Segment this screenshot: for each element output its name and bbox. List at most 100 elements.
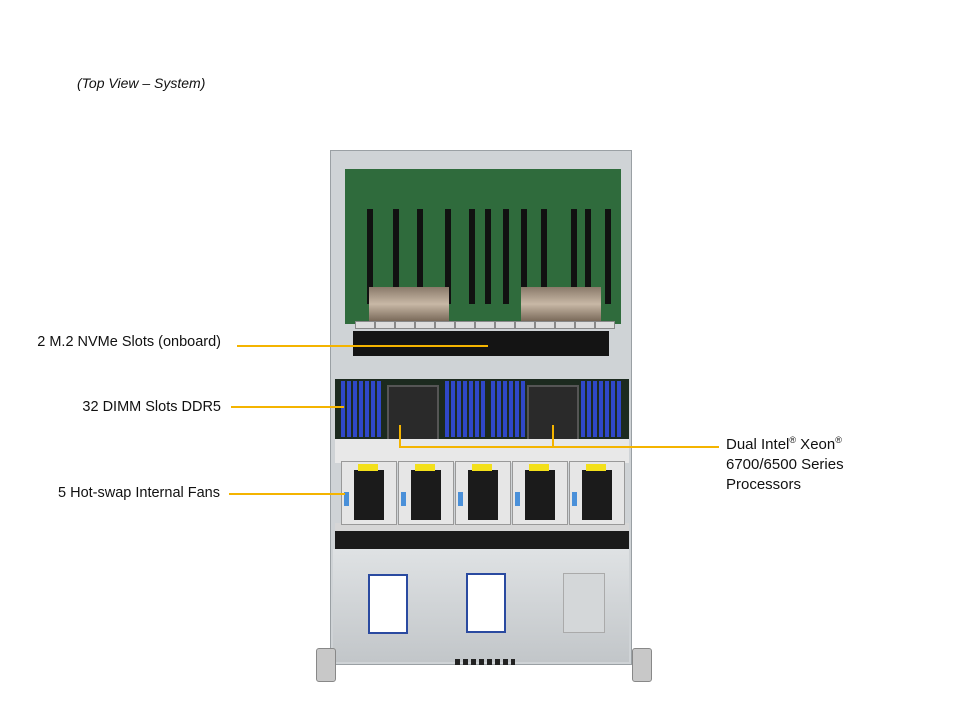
pcie-slot — [521, 209, 527, 304]
cpu-callout-line — [399, 446, 719, 448]
dimm-slot — [515, 381, 519, 437]
right-rack-handle — [632, 648, 652, 682]
dimm-slot — [509, 381, 513, 437]
pcie-slot — [367, 209, 373, 304]
registered-mark: ® — [835, 435, 842, 445]
fan-release-clip — [344, 492, 349, 506]
dimm-slot — [611, 381, 615, 437]
connector — [375, 321, 395, 329]
fan-release-clip — [515, 492, 520, 506]
fan-release-clip — [458, 492, 463, 506]
fan-core — [582, 470, 612, 520]
fan-warning-tag — [358, 464, 378, 471]
pcie-slot — [503, 209, 509, 304]
pcie-slot — [585, 209, 591, 304]
heatsink — [369, 287, 449, 321]
connector — [495, 321, 515, 329]
fan-bay-rail — [335, 523, 629, 531]
cpu-socket-1 — [387, 385, 439, 443]
fan-core — [525, 470, 555, 520]
pcie-slot — [485, 209, 491, 304]
connector — [475, 321, 495, 329]
connector — [435, 321, 455, 329]
hot-swap-fan — [398, 461, 454, 525]
registered-mark: ® — [789, 435, 797, 445]
front-leds — [455, 659, 515, 665]
fan-warning-tag — [472, 464, 492, 471]
dimm-slot — [605, 381, 609, 437]
motherboard-riser-area — [345, 169, 621, 324]
cpu-label-text: Xeon — [796, 436, 836, 453]
fan-core — [354, 470, 384, 520]
chassis-lid — [333, 549, 629, 665]
pcie-slot — [541, 209, 547, 304]
dimm-slot — [497, 381, 501, 437]
cpu-label-processors: Processors — [726, 476, 802, 493]
fan-warning-tag — [529, 464, 549, 471]
blank-plate — [563, 573, 605, 633]
dimm-slot — [599, 381, 603, 437]
hot-swap-fan — [512, 461, 568, 525]
dimm-slot — [481, 381, 485, 437]
dimm-slot — [371, 381, 375, 437]
hot-swap-fan — [341, 461, 397, 525]
cpu1-callout-line — [399, 425, 401, 448]
chassis-gap — [335, 531, 629, 549]
m2-slot-area — [353, 331, 609, 356]
dimm-slot — [377, 381, 381, 437]
fans-callout-line — [229, 493, 345, 495]
connector — [535, 321, 555, 329]
fans-callout-label: 5 Hot-swap Internal Fans — [58, 485, 220, 501]
dimm-slot — [521, 381, 525, 437]
dimm-slot — [457, 381, 461, 437]
dimm-slot — [347, 381, 351, 437]
connector — [555, 321, 575, 329]
service-label-1 — [368, 574, 408, 634]
dimm-cpu-area — [335, 379, 629, 443]
dimm-slot — [451, 381, 455, 437]
fan-warning-tag — [415, 464, 435, 471]
service-label-2 — [466, 573, 506, 633]
fan-core — [411, 470, 441, 520]
left-rack-handle — [316, 648, 336, 682]
connector — [355, 321, 375, 329]
connector — [415, 321, 435, 329]
pcie-slot — [445, 209, 451, 304]
cpu-callout-label: Dual Intel® Xeon® 6700/6500 Series Proce… — [726, 430, 844, 495]
dimm-slot — [359, 381, 363, 437]
dimm-slot — [341, 381, 345, 437]
dimm-callout-line — [231, 406, 344, 408]
fan-release-clip — [572, 492, 577, 506]
fan-warning-tag — [586, 464, 606, 471]
heatsink — [521, 287, 601, 321]
fan-core — [468, 470, 498, 520]
pcie-slot — [605, 209, 611, 304]
dimm-slot — [365, 381, 369, 437]
pcie-slot — [417, 209, 423, 304]
cpu-label-text: Dual Intel — [726, 436, 790, 453]
dimm-slot — [353, 381, 357, 437]
connector — [395, 321, 415, 329]
dimm-slot — [581, 381, 585, 437]
view-caption: (Top View – System) — [77, 75, 206, 91]
cpu2-callout-line — [552, 425, 554, 448]
connector — [575, 321, 595, 329]
dimm-callout-label: 32 DIMM Slots DDR5 — [82, 399, 221, 415]
connector — [515, 321, 535, 329]
dimm-slot — [445, 381, 449, 437]
dimm-slot — [469, 381, 473, 437]
hot-swap-fan — [455, 461, 511, 525]
fan-release-clip — [401, 492, 406, 506]
dimm-slot — [587, 381, 591, 437]
dimm-slot — [475, 381, 479, 437]
connector — [595, 321, 615, 329]
pcie-slot — [571, 209, 577, 304]
pcie-slot — [469, 209, 475, 304]
cpu-label-series: 6700/6500 Series — [726, 456, 844, 473]
fan-bay-header — [335, 439, 629, 463]
dimm-slot — [491, 381, 495, 437]
m2-callout-label: 2 M.2 NVMe Slots (onboard) — [37, 334, 221, 350]
server-chassis-image — [330, 150, 632, 665]
m2-callout-line — [237, 345, 488, 347]
